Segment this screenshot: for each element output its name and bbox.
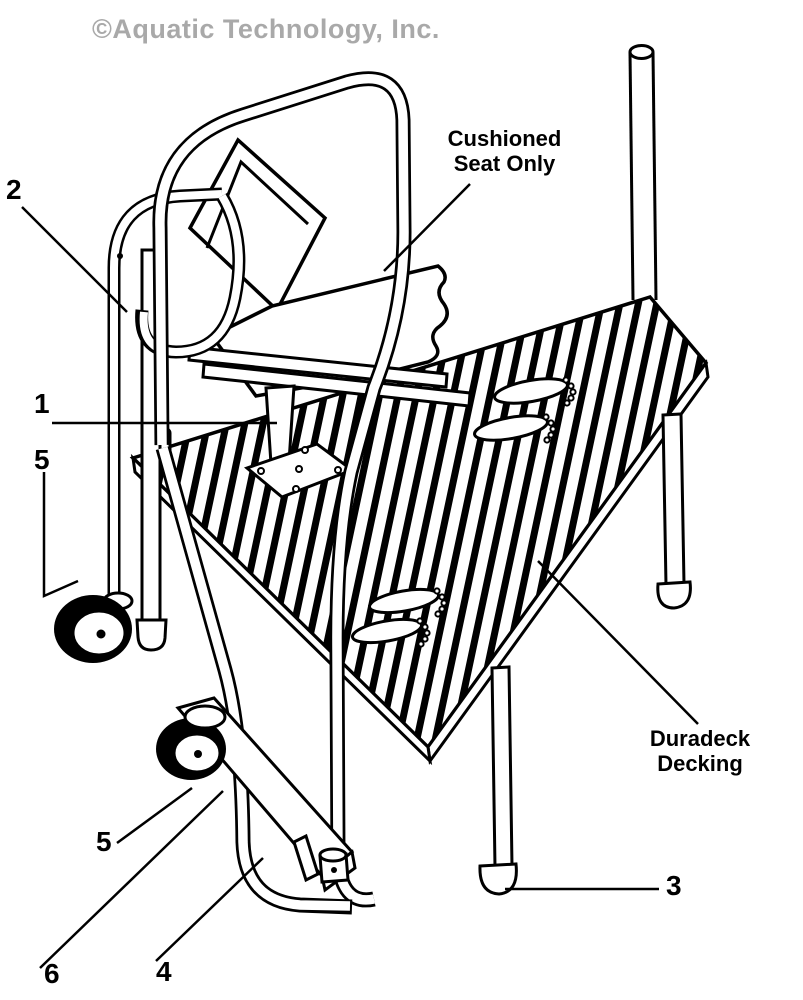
callout-3: 3 (666, 870, 682, 901)
callout-5-lower: 5 (96, 826, 112, 857)
callout-4: 4 (156, 956, 172, 987)
callout-2: 2 (6, 174, 22, 205)
footprints-lower-drawing (350, 587, 448, 648)
front-caster-wheel-drawing (54, 591, 134, 663)
label-cushioned-seat: Cushioned Seat Only (447, 126, 562, 177)
callout-1: 1 (34, 388, 50, 419)
label-duradeck-decking: Duradeck Decking (649, 726, 751, 777)
step-assembly-drawing (156, 696, 357, 893)
callout-leader-lines (21, 183, 699, 969)
deck-legs-drawing (478, 412, 692, 896)
watermark-text: ©Aquatic Technology, Inc. (92, 14, 440, 44)
callout-5-upper: 5 (34, 444, 50, 475)
rear-post-drawing (628, 44, 658, 301)
footprints-upper-drawing (473, 376, 577, 444)
callout-6: 6 (44, 958, 60, 989)
